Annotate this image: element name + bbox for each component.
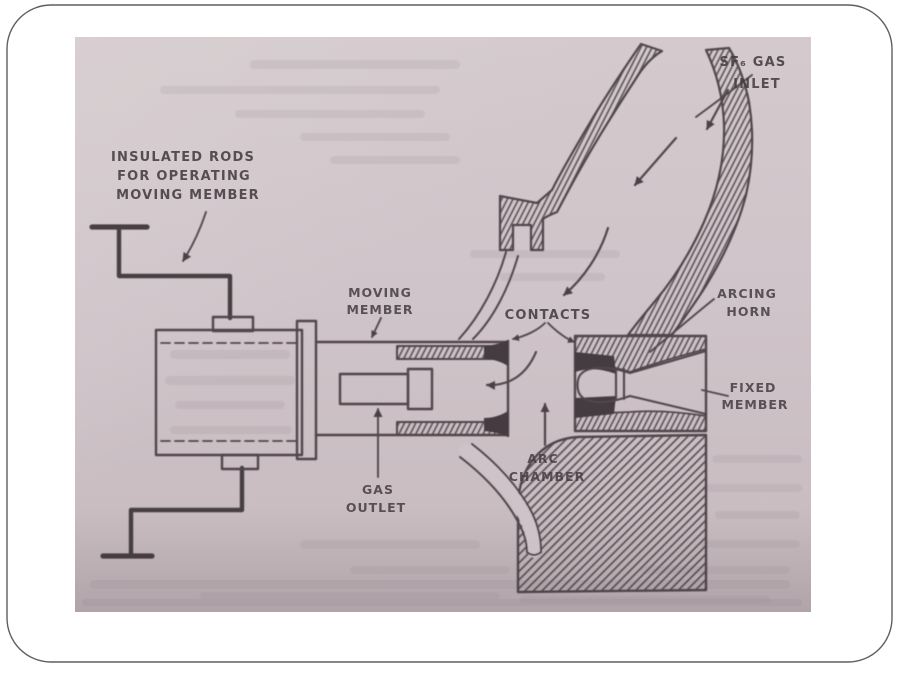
leader-lines: [182, 74, 753, 478]
label-arc-chamber-line2: CHAMBER: [509, 469, 585, 484]
contacts-pointer-right: [547, 322, 575, 343]
leader-fixed-member: [701, 389, 729, 397]
moving-member-tube: [314, 339, 510, 438]
slide-border: [6, 4, 893, 663]
label-contacts: CONTACTS: [505, 308, 592, 323]
inlet-duct-left-wall: [498, 42, 664, 252]
leader-sf6-inlet: [695, 74, 753, 118]
leader-insulated-rods: [182, 211, 207, 262]
ghost-text-smudges: [160, 60, 802, 603]
nozzle-throat: [458, 251, 519, 340]
label-insulated-rods-line1: INSULATED RODS: [111, 150, 255, 165]
contacts-pointer-left: [512, 322, 546, 342]
label-gas-outlet-line1: GAS: [362, 482, 394, 497]
gas-outlet-passage: [338, 367, 434, 411]
label-gas-outlet-line2: OUTLET: [346, 500, 406, 515]
label-arcing-horn-line2: HORN: [726, 304, 771, 319]
moving-contact-tip-top: [484, 340, 508, 366]
label-moving-member-line1: MOVING: [348, 285, 412, 300]
fixed-member-block: [573, 334, 708, 433]
label-sf6-gas-inlet-line1: SF₆ GAS: [720, 55, 787, 70]
arcing-horn-shape: [576, 349, 708, 416]
label-insulated-rods-line2: FOR OPERATING: [117, 169, 251, 184]
operating-rods: [89, 224, 245, 559]
moving-contact-tip-bottom: [484, 411, 508, 437]
label-fixed-member-line2: MEMBER: [721, 397, 788, 412]
base-gas-channel: [459, 443, 542, 558]
leader-moving-member: [371, 317, 382, 338]
label-fixed-member-line1: FIXED: [730, 380, 777, 395]
label-moving-member-line2: MEMBER: [346, 302, 413, 317]
label-arc-chamber-line1: ARC: [527, 451, 558, 466]
leader-arcing-horn: [649, 298, 715, 353]
moving-member-cylinder: [154, 315, 318, 471]
label-insulated-rods-line3: MOVING MEMBER: [116, 188, 260, 203]
diagram-labels: SF₆ GAS INLET INSULATED RODS FOR OPERATI…: [111, 55, 788, 515]
circuit-breaker-diagram: [89, 42, 754, 594]
label-arcing-horn-line1: ARCING: [717, 286, 777, 301]
label-sf6-gas-inlet-line2: INLET: [733, 77, 781, 92]
